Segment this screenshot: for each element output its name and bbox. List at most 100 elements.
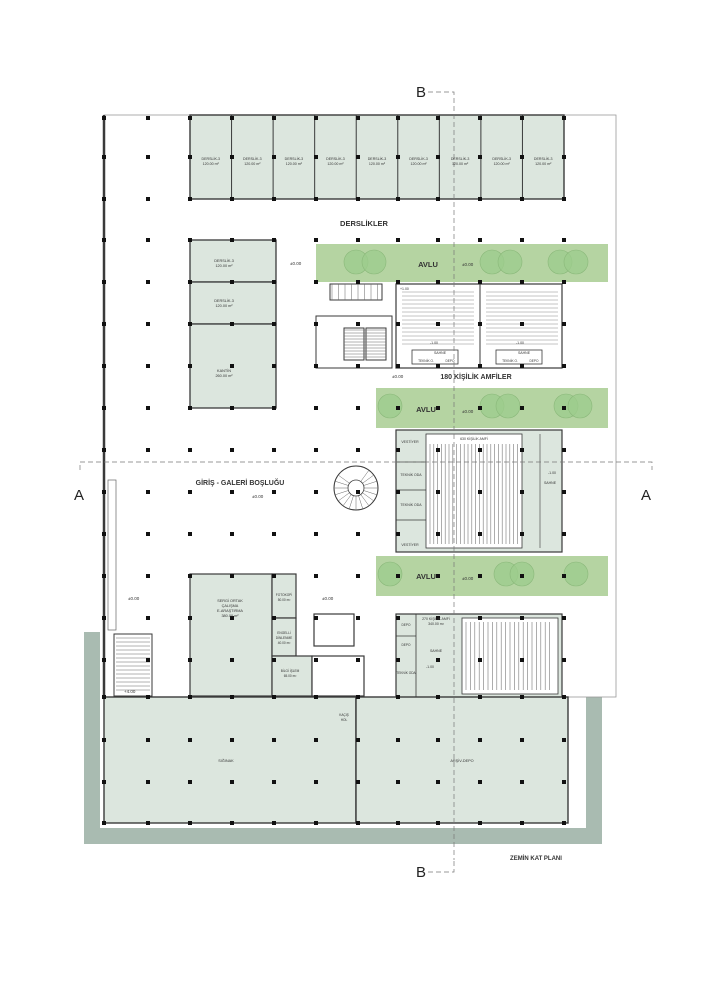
column (146, 490, 150, 494)
sergi-1: SERGİ ORTAK (217, 598, 243, 603)
column (272, 532, 276, 536)
column (188, 448, 192, 452)
column (356, 197, 360, 201)
column (102, 155, 106, 159)
teknik-2: TEKNİK O. (502, 358, 518, 363)
derslik-top-area: 120.00 m² (535, 162, 552, 166)
depo-2: DEPO (529, 359, 539, 363)
column (146, 197, 150, 201)
column (272, 574, 276, 578)
column (356, 155, 360, 159)
column (230, 238, 234, 242)
column (356, 574, 360, 578)
level-plus400: +4.00 (124, 689, 136, 694)
column (188, 280, 192, 284)
column (436, 780, 440, 784)
column (562, 406, 566, 410)
column (188, 116, 192, 120)
column (436, 574, 440, 578)
column (356, 532, 360, 536)
column (356, 821, 360, 825)
engelli-2: DİNLENME (276, 635, 292, 640)
column (520, 695, 524, 699)
level-giris: ±0.00 (252, 494, 264, 499)
column (562, 116, 566, 120)
stair-step (363, 490, 378, 496)
column (478, 197, 482, 201)
column (230, 658, 234, 662)
amphitheatres-180 (395, 283, 563, 369)
column (520, 780, 524, 784)
level-minus100-d: -1.00 (426, 665, 434, 669)
sergi-2: ÇALIŞMA (222, 604, 239, 608)
column (188, 532, 192, 536)
column (314, 490, 318, 494)
column (356, 406, 360, 410)
tree-icon (361, 249, 387, 275)
column (146, 780, 150, 784)
column (146, 322, 150, 326)
column (272, 616, 276, 620)
column (396, 490, 400, 494)
column (396, 406, 400, 410)
courtyards (316, 244, 608, 596)
column (478, 658, 482, 662)
column (102, 574, 106, 578)
column (146, 364, 150, 368)
column (562, 616, 566, 620)
column (478, 448, 482, 452)
column (356, 490, 360, 494)
column (272, 821, 276, 825)
column (478, 532, 482, 536)
siginak-label: SIĞINAK (218, 758, 234, 763)
column (146, 574, 150, 578)
column (314, 280, 318, 284)
depo-270-b: DEPO (401, 643, 411, 647)
level-avlu-2: ±0.00 (462, 409, 474, 414)
structural-columns (102, 116, 566, 825)
column (520, 658, 524, 662)
column (356, 116, 360, 120)
column (272, 116, 276, 120)
left-rooms (189, 239, 277, 409)
level-amfi-180: ±0.00 (392, 374, 404, 379)
column (520, 364, 524, 368)
column (356, 280, 360, 284)
teknik-oda-270: TEKNİK ODA (396, 670, 416, 675)
vestiyer-2: VESTİYER (401, 542, 419, 547)
column (314, 364, 318, 368)
level-plus100-a: +1.00 (400, 287, 409, 291)
column (230, 116, 234, 120)
column (520, 821, 524, 825)
column (396, 364, 400, 368)
column (230, 574, 234, 578)
column (230, 780, 234, 784)
column (562, 364, 566, 368)
column (272, 658, 276, 662)
column (396, 322, 400, 326)
label-180-amfiler: 180 KİŞİLİK AMFİLER (440, 373, 511, 381)
column (478, 695, 482, 699)
column (230, 616, 234, 620)
tree-icon (377, 393, 403, 419)
level-minus100-b: -1.00 (516, 341, 524, 345)
column (272, 322, 276, 326)
column (102, 738, 106, 742)
tree-icon (567, 393, 593, 419)
column (478, 738, 482, 742)
column (520, 155, 524, 159)
stair-step (360, 494, 370, 506)
column (272, 238, 276, 242)
teknik-1: TEKNİK O. (418, 358, 434, 363)
section-marker-a-right: A (641, 487, 651, 504)
column (314, 616, 318, 620)
section-marker-b-bottom: B (416, 864, 426, 881)
column (562, 695, 566, 699)
column (436, 238, 440, 242)
column (520, 406, 524, 410)
kantin-name: KANTİN (217, 368, 231, 373)
column (562, 238, 566, 242)
stair-step (334, 490, 349, 496)
column (230, 280, 234, 284)
level-hall: ±0.00 (322, 596, 334, 601)
